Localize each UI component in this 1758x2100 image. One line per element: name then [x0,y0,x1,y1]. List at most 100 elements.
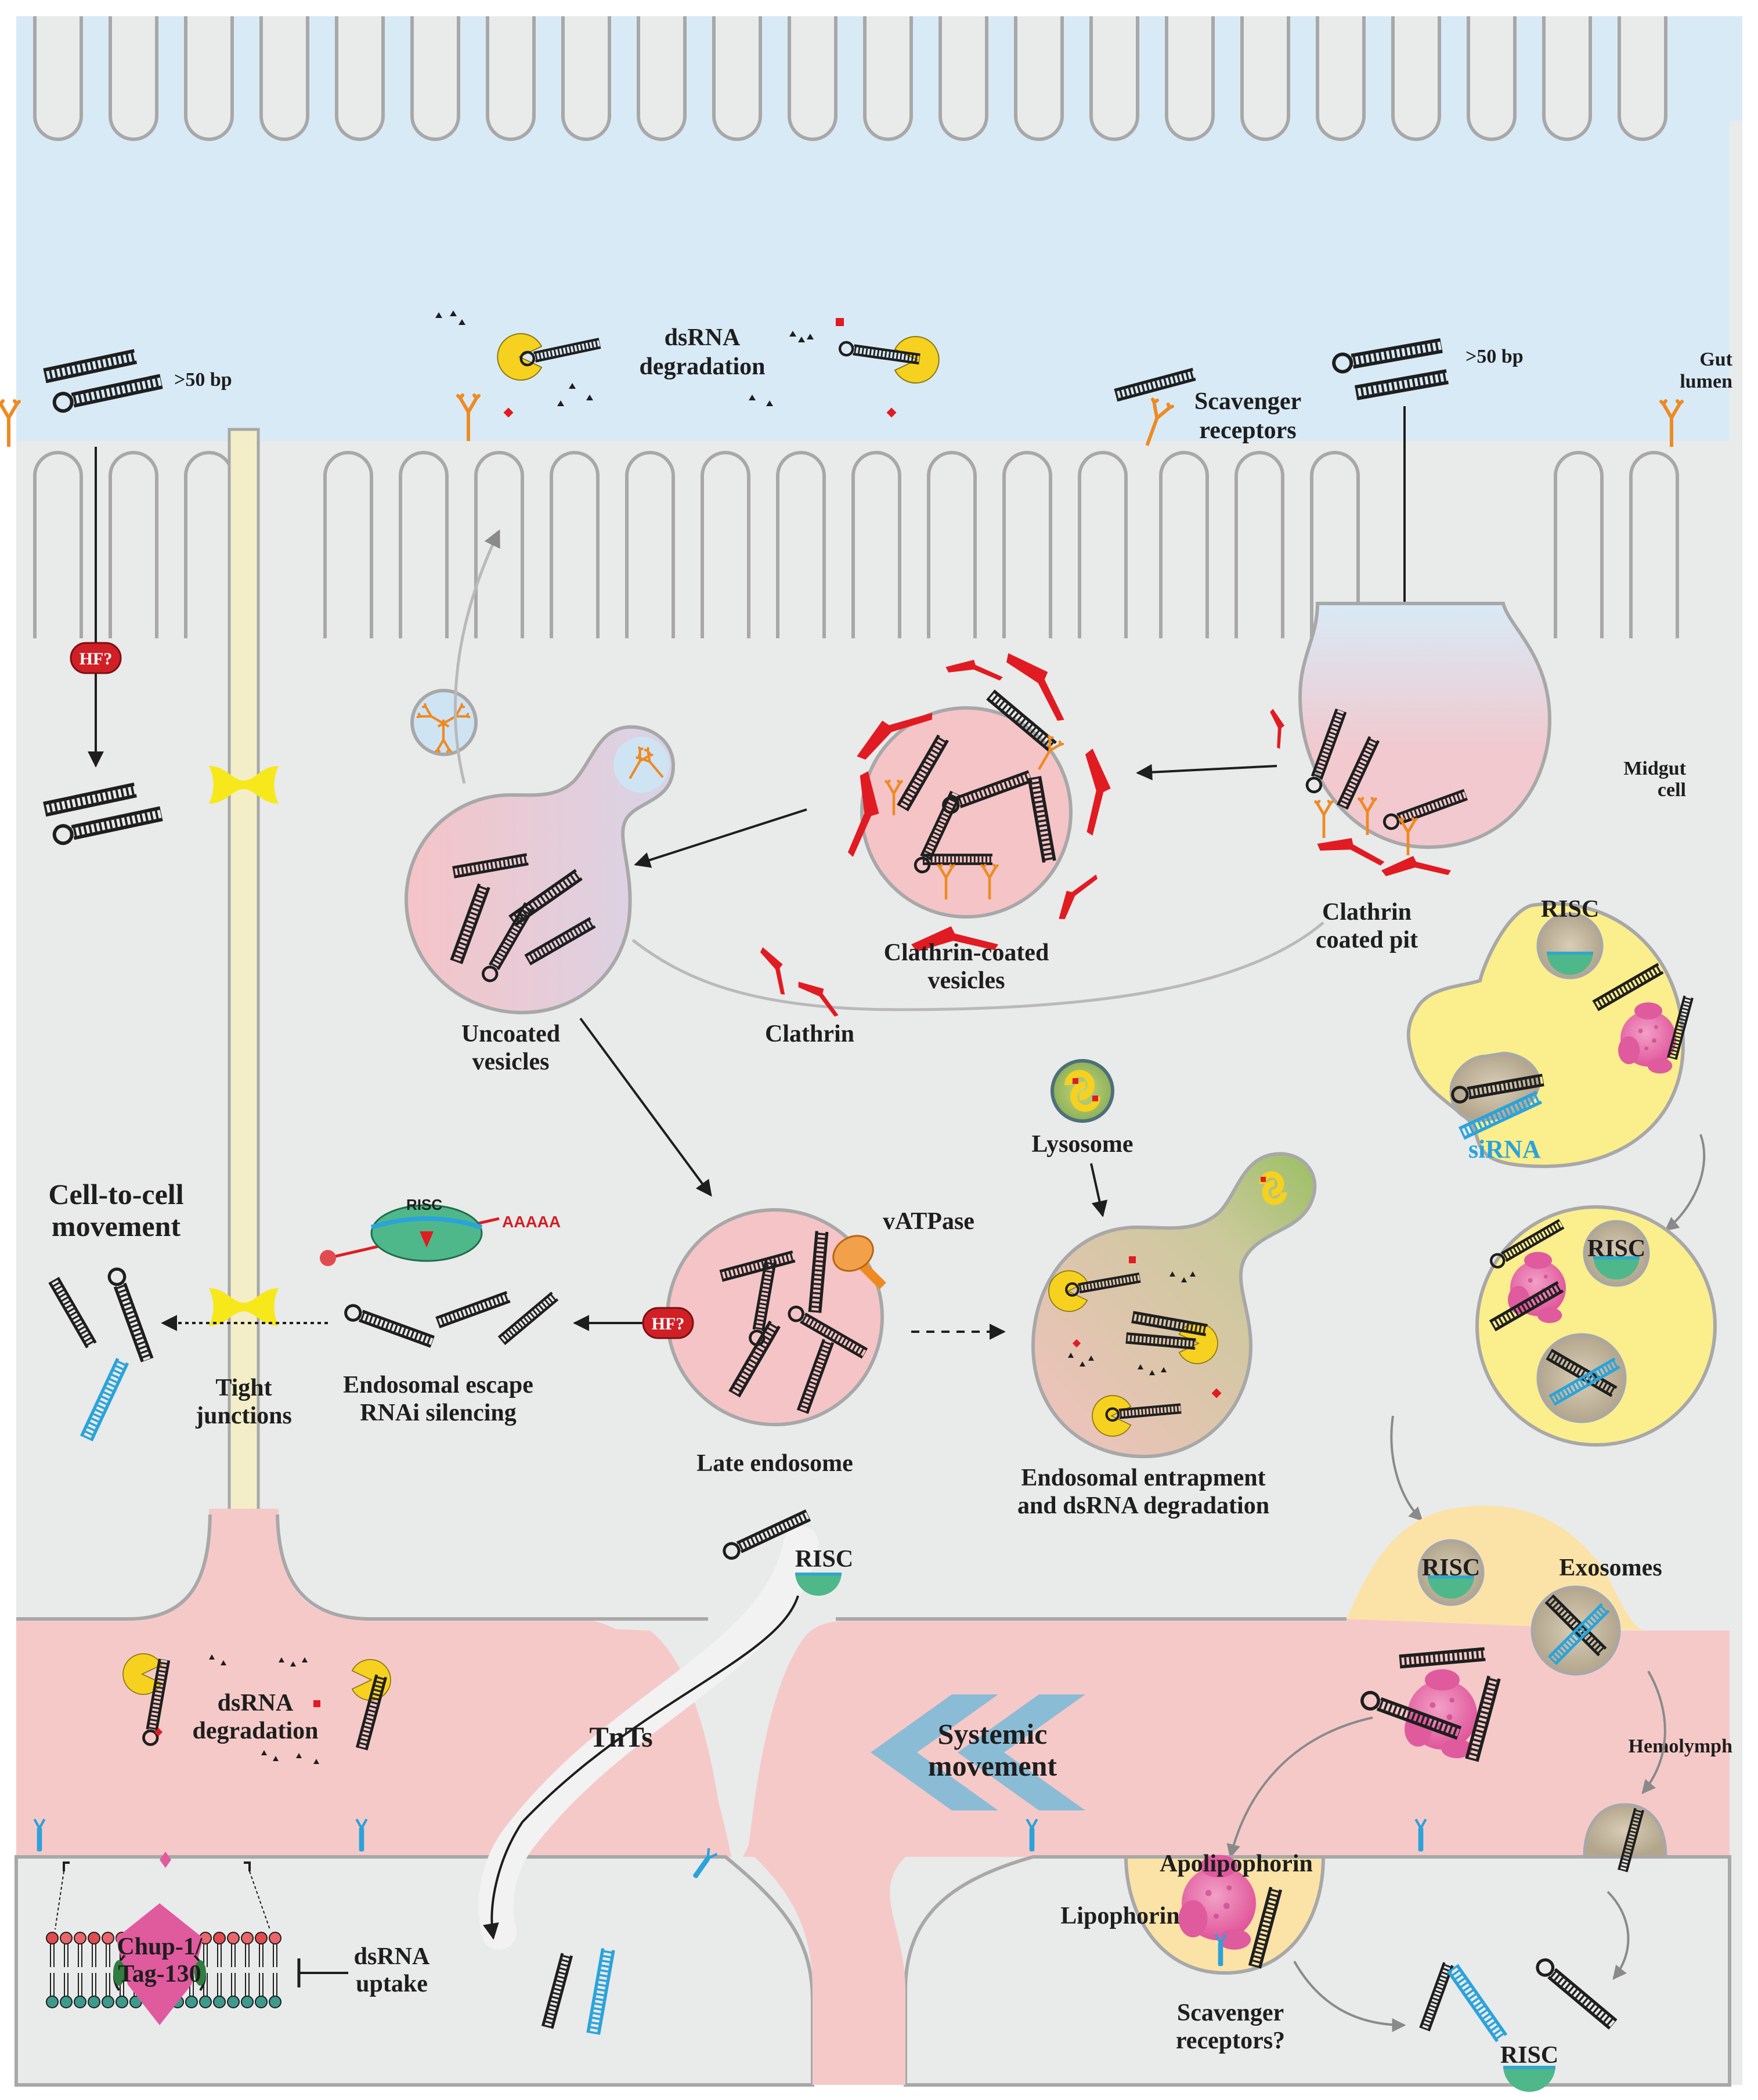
scavenger-receptors-q-line1: Scavenger [1177,2000,1284,2026]
microvillus [109,451,158,638]
microvillus [1002,451,1052,638]
clathrin-vesicles-label-line2: vesicles [928,967,1005,994]
uncoated-to-late-arrow [579,1017,712,1197]
apolipophorin-label: Apolipophorin [1160,1850,1313,1877]
microvillus [1554,451,1604,638]
hf-label-right: HF? [652,1314,685,1333]
pit-to-vesicle-arrow [1136,764,1277,780]
microvillus [625,451,675,638]
clathrin-label: Clathrin [765,1021,854,1047]
microvillus [712,16,762,141]
microvillus [323,451,373,638]
microvilli [16,16,1742,644]
chup1-label-line2: Tag-130 [118,1961,201,1987]
sirna-label: siRNA [1468,1135,1541,1163]
tnt-tube [478,1526,818,1950]
risc-label-4: RISC [795,1546,853,1573]
microvillus [851,451,901,638]
microvillus [335,16,385,141]
dsrna-uptake-label-line2: uptake [356,1971,428,1997]
dsrna-degradation-bottom-line2: degradation [192,1718,318,1744]
risc-label-2: RISC [1587,1235,1645,1262]
microvillus [1618,16,1667,141]
microvillus [938,16,988,141]
bp-label-right: >50 bp [1465,346,1524,367]
uncoated-vesicle [404,725,676,1015]
hemolymph-label: Hemolymph [1629,1736,1733,1757]
microvillus [474,451,524,638]
endosomal-escape-label-line1: Endosomal escape [343,1372,533,1398]
scavenger-label-line2: receptors [1199,417,1296,444]
tnts-label: TnTs [589,1721,652,1753]
late-endosome-label: Late endosome [696,1450,853,1477]
risc-label-3: RISC [1422,1555,1480,1581]
chup1-label-line1: Chup-1/ [117,1933,203,1960]
dsrna-uptake-label-line1: dsRNA [354,1943,430,1970]
microvillus [486,16,536,141]
vesicle-to-uncoated-arrow [634,808,807,868]
clathrin-pit-label-line2: coated pit [1316,927,1418,953]
mvb-arrow [1665,1134,1706,1231]
mvb-to-membrane-arrow [1390,1415,1423,1521]
lysosome-label: Lysosome [1031,1131,1133,1158]
microvillus [184,16,234,141]
microvillus [410,16,460,141]
microvillus [1310,451,1360,638]
systemic-label-line1: Systemic [938,1718,1048,1750]
clathrin-coated-vesicle [846,641,1111,952]
microvillus [1159,451,1209,638]
tight-junctions-label-line1: Tight [215,1375,272,1401]
lipophorin-arrow [1226,1716,1373,1859]
lipophorin-label: Lipophorin [1060,1903,1179,1929]
polya-label: AAAAA [502,1213,561,1231]
exosome-docking-pit [1583,1803,1667,1873]
entrapment-label-line2: and dsRNA degradation [1017,1492,1269,1519]
clathrin-recycle-arc [631,921,1324,1011]
chup1-inset [46,1862,281,2025]
microvillus [863,16,913,141]
microvillus [927,451,977,638]
dsrna-degradation-top-line2: degradation [639,353,765,380]
rna-fragments [435,310,814,406]
recycle-arrow [453,529,501,784]
vatpase-icon [832,1235,886,1289]
microvillus [33,16,83,141]
risc-label-1: RISC [1541,896,1599,923]
tight-junctions-label-line2: junctions [195,1403,292,1429]
lysosome [1051,1059,1114,1123]
microvillus [1240,16,1290,141]
microvillus [637,16,687,141]
uncoated-label-line1: Uncoated [461,1021,560,1047]
microvillus [1629,451,1679,638]
microvillus [1316,16,1366,141]
microvillus [1014,16,1064,141]
clathrin-pit-label-line1: Clathrin [1322,899,1412,926]
microvillus [1078,451,1128,638]
microvillus [399,451,449,638]
microvillus [1467,16,1517,141]
risc-mrna-complex [320,1204,500,1266]
microvillus [1391,16,1441,141]
microvillus [259,16,309,141]
dsrna-degradation-top-line1: dsRNA [665,324,741,351]
microvillus [788,16,838,141]
lysosome-arrow [1090,1163,1108,1217]
exosome-arrow [1641,1671,1666,1794]
bp-label-left: >50 bp [174,369,232,391]
vatpase-label: vATPase [883,1208,974,1235]
midgut-cell-label-line1: Midgut [1623,758,1686,779]
microvillus [561,16,611,141]
risc-label-mrna: RISC [406,1196,442,1213]
tight-junction-icon [209,766,279,804]
chup1-marker [160,1852,171,1868]
gut-lumen-label-line1: Gut [1699,349,1732,370]
cell-to-cell-label-line1: Cell-to-cell [48,1178,183,1210]
entrapment-label-line1: Endosomal entrapment [1021,1465,1265,1491]
lipophorin-release-arrow [1293,1961,1406,2032]
basal-membrane [16,1514,1347,1859]
microvillus [776,451,826,638]
microvillus [1234,451,1284,638]
microvillus [109,16,158,141]
recycled-vesicle [410,689,478,756]
